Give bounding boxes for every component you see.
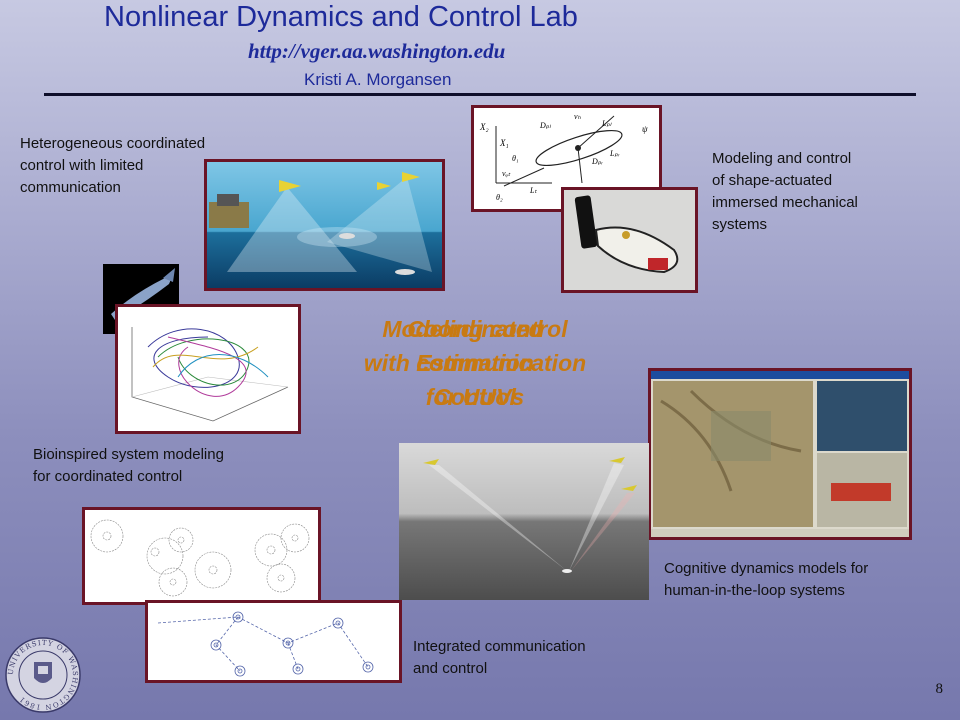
diagram-label-lpr: Lₚᵣ xyxy=(609,149,620,158)
university-seal-logo: UNIVERSITY OF WASHINGTON 1861 xyxy=(4,636,82,714)
network-diagram xyxy=(145,600,402,683)
header-divider xyxy=(44,93,916,96)
label-integrated: Integrated communication and control xyxy=(413,638,586,677)
coverage-circles-diagram xyxy=(82,507,321,605)
label-heterogeneous: Heterogeneous coordinated control with l… xyxy=(20,135,206,196)
diagram-label-x2: X₂ xyxy=(479,122,489,132)
diagram-label-dpl: Dₚₗ xyxy=(539,121,551,130)
diagram-label-psi: ψ xyxy=(642,124,648,134)
lab-url[interactable]: http://vger.aa.washington.edu xyxy=(248,39,506,63)
diagram-label-dpr: Dₚᵣ xyxy=(591,157,603,166)
trajectory-plot-image xyxy=(115,304,301,434)
overlay-text-modeling: Modeling control Estimation Control xyxy=(382,316,568,410)
diagram-label-lt: Lₜ xyxy=(529,186,537,195)
page-number: 8 xyxy=(935,681,944,697)
label-cognitive: Cognitive dynamics models for human-in-t… xyxy=(664,560,869,599)
cognitive-ui-screenshot xyxy=(648,368,912,540)
robotic-fish-photo xyxy=(561,187,698,293)
label-modeling: Modeling and control of shape-actuated i… xyxy=(712,150,858,233)
diagram-label-theta2: θ₂ xyxy=(496,193,503,202)
slide-title: Nonlinear Dynamics and Control Lab xyxy=(104,1,578,33)
diagram-label-vqt: vᵩₜ xyxy=(502,169,511,178)
terrain-uav-image xyxy=(399,443,649,600)
uav-uuv-scene-image xyxy=(204,159,445,291)
diagram-label-lpl: Lₚₗ xyxy=(601,119,612,128)
diagram-label-theta1: θ₁ xyxy=(512,154,519,163)
diagram-label-vb: vₕ xyxy=(574,112,582,121)
overlay-text-coordinated: Coordinated with communication for UUVs xyxy=(363,316,587,410)
diagram-label-x1: X₁ xyxy=(499,138,509,148)
label-bioinspired: Bioinspired system modeling for coordina… xyxy=(33,446,224,485)
author-name: Kristi A. Morgansen xyxy=(304,70,452,89)
